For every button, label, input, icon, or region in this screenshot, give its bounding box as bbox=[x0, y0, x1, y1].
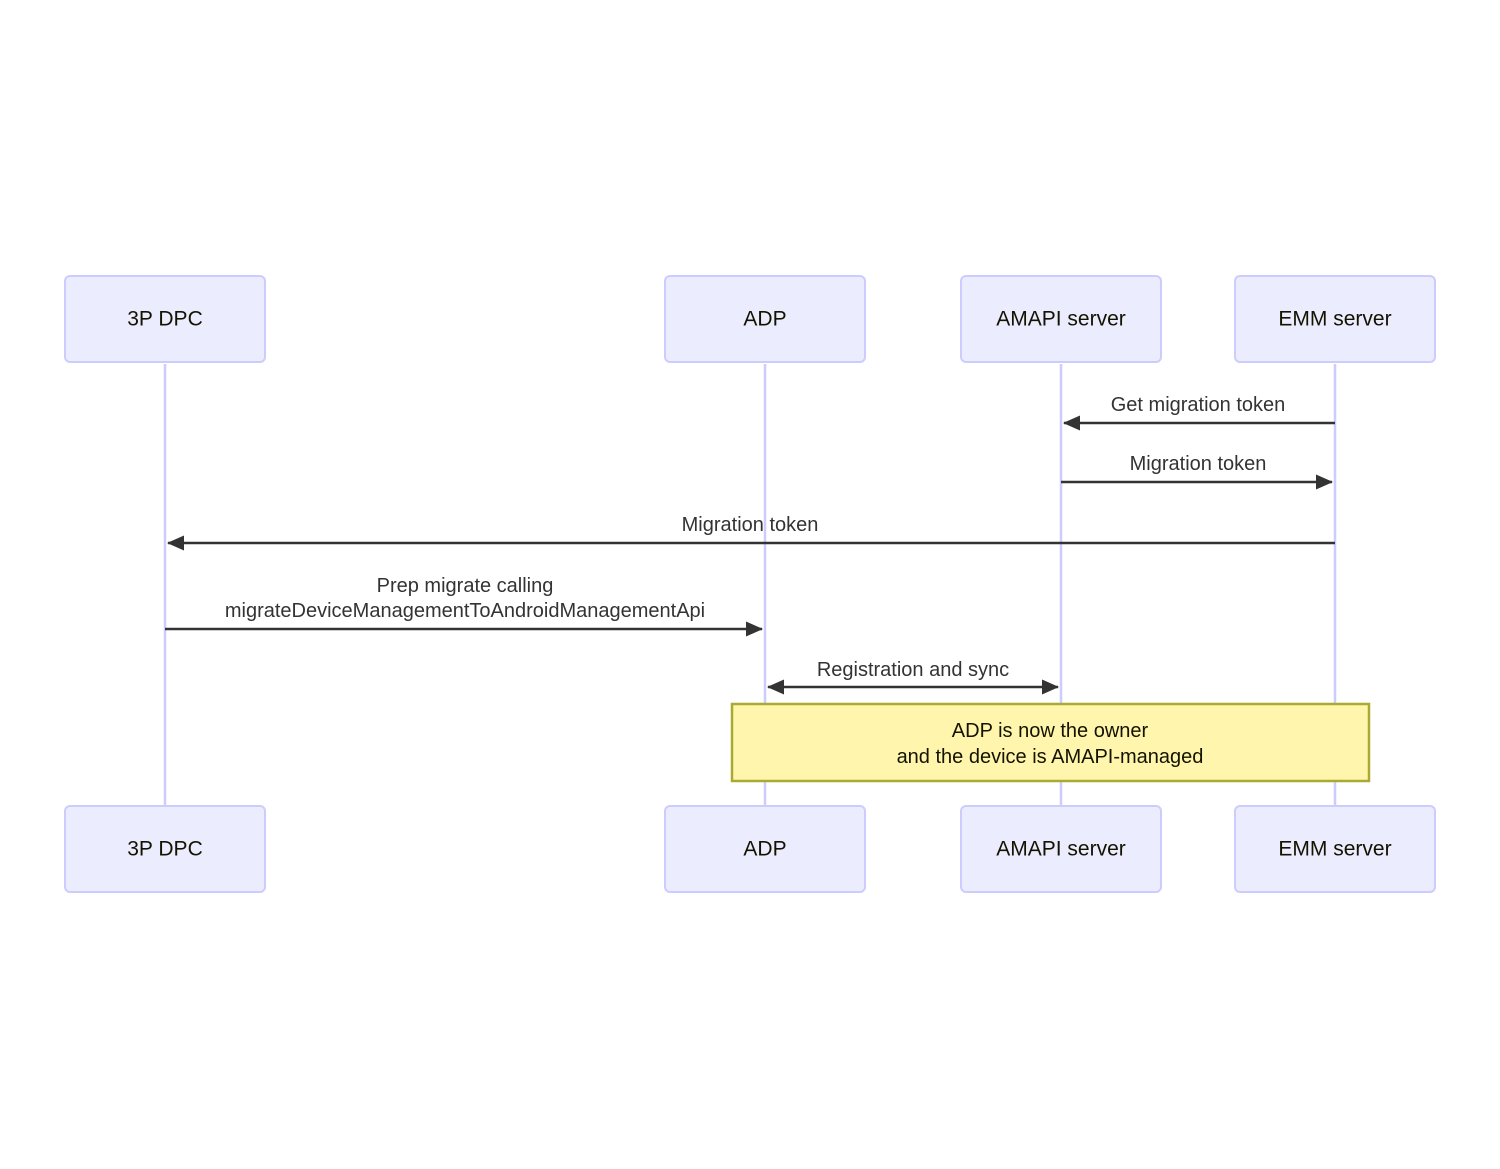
participant-box[interactable] bbox=[960, 805, 1162, 893]
participant-box[interactable] bbox=[664, 805, 866, 893]
participant-adp-top[interactable]: ADP bbox=[664, 275, 866, 363]
participant-label: 3P DPC bbox=[127, 838, 202, 861]
note-adp-owner: ADP is now the owner and the device is A… bbox=[730, 702, 1371, 783]
message-label: Get migration token bbox=[1111, 394, 1286, 416]
participant-box[interactable] bbox=[1234, 805, 1436, 893]
participant-amapi-server-bottom[interactable]: AMAPI server bbox=[960, 805, 1162, 893]
participant-label: AMAPI server bbox=[996, 308, 1126, 331]
participant-amapi-server-top[interactable]: AMAPI server bbox=[960, 275, 1162, 363]
message-label-line-2: migrateDeviceManagementToAndroidManageme… bbox=[225, 600, 705, 622]
message-label: Migration token bbox=[682, 514, 819, 536]
participant-emm-server-bottom[interactable]: EMM server bbox=[1234, 805, 1436, 893]
participant-3p-dpc-top[interactable]: 3P DPC bbox=[64, 275, 266, 363]
message-get-migration-token: Get migration token bbox=[1062, 394, 1335, 431]
message-migration-token-to-dpc: Migration token bbox=[166, 514, 1335, 551]
message-registration-and-sync: Registration and sync bbox=[766, 659, 1060, 695]
participant-label: EMM server bbox=[1278, 838, 1391, 861]
participant-label: AMAPI server bbox=[996, 838, 1126, 861]
note-box bbox=[730, 702, 1371, 783]
note-line-2: and the device is AMAPI-managed bbox=[897, 746, 1204, 768]
participant-box[interactable] bbox=[64, 275, 266, 363]
participant-label: EMM server bbox=[1278, 308, 1391, 331]
participant-adp-bottom[interactable]: ADP bbox=[664, 805, 866, 893]
participants-top: 3P DPC ADP AMAPI server EMM server bbox=[64, 275, 1436, 363]
participant-box[interactable] bbox=[1234, 275, 1436, 363]
message-label: Registration and sync bbox=[817, 659, 1009, 681]
message-label-line-1: Prep migrate calling bbox=[377, 575, 554, 597]
participant-box[interactable] bbox=[664, 275, 866, 363]
message-label: Migration token bbox=[1130, 453, 1267, 475]
participant-3p-dpc-bottom[interactable]: 3P DPC bbox=[64, 805, 266, 893]
participant-label: ADP bbox=[743, 308, 786, 331]
message-prep-migrate: Prep migrate calling migrateDeviceManage… bbox=[165, 575, 764, 637]
participant-label: 3P DPC bbox=[127, 308, 202, 331]
message-migration-token-to-emm: Migration token bbox=[1061, 453, 1334, 490]
participant-emm-server-top[interactable]: EMM server bbox=[1234, 275, 1436, 363]
note-line-1: ADP is now the owner bbox=[952, 720, 1149, 742]
participant-label: ADP bbox=[743, 838, 786, 861]
participant-box[interactable] bbox=[960, 275, 1162, 363]
participants-bottom: 3P DPC ADP AMAPI server EMM server bbox=[64, 805, 1436, 893]
participant-box[interactable] bbox=[64, 805, 266, 893]
